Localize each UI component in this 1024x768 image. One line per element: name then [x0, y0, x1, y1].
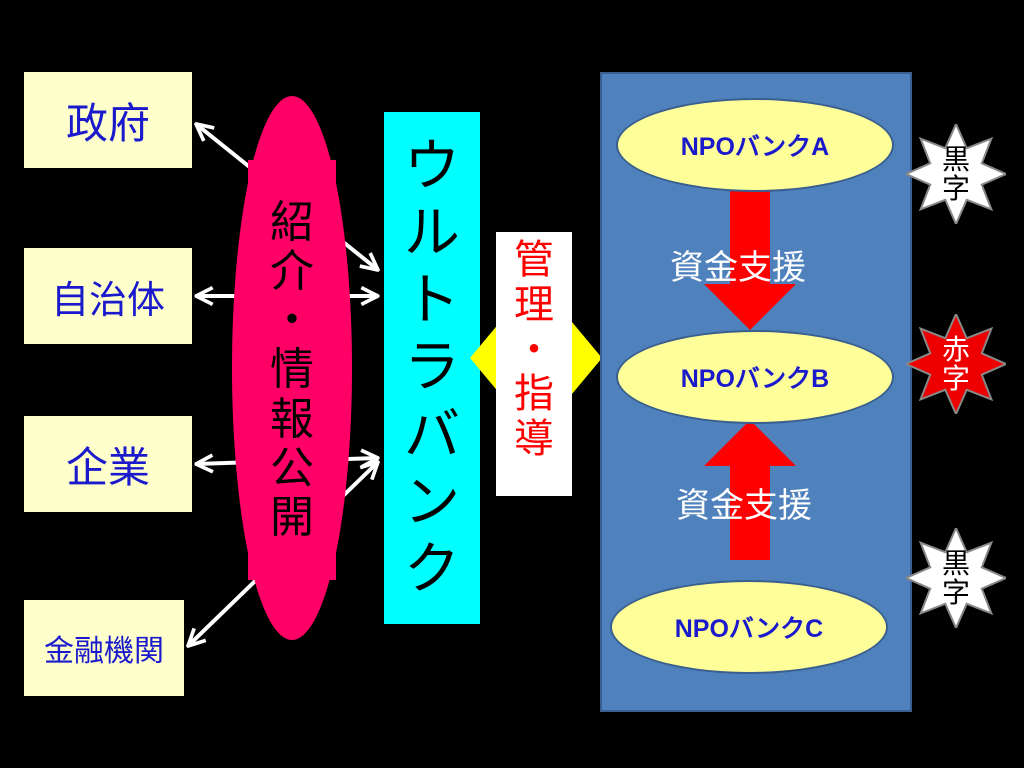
- intro-char: 情: [270, 344, 314, 396]
- badge-char: 黒: [941, 546, 970, 580]
- status-badge-surplus-a: 黒 字: [906, 124, 1006, 224]
- star-burst-icon: [906, 124, 1006, 224]
- ultra-char: バ: [404, 402, 460, 468]
- star-shape: [906, 124, 1006, 224]
- support-arrow-down: [704, 188, 796, 330]
- npo-bank-c: NPOバンクC: [610, 580, 888, 674]
- badge-text: 赤 字: [906, 314, 1006, 414]
- stakeholder-label: 金融機関: [44, 634, 164, 669]
- stakeholder-label: 自治体: [50, 277, 165, 322]
- npo-bank-b: NPOバンクB: [616, 330, 894, 424]
- status-badge-surplus-c: 黒 字: [906, 528, 1006, 628]
- management-box: 管 理 ・ 指 導: [496, 232, 572, 496]
- intro-oval-textbox: 紹 介 ・ 情 報 公 開: [248, 160, 336, 580]
- management-char: 指: [514, 371, 554, 418]
- npo-bank-a: NPOバンクA: [616, 98, 894, 192]
- stakeholder-label: 政府: [65, 98, 150, 148]
- management-char: ・: [514, 326, 554, 373]
- bank-label: NPOバンクA: [680, 133, 830, 161]
- badge-char: 字: [941, 172, 970, 205]
- management-char: 理: [514, 281, 554, 328]
- intro-char: 公: [270, 442, 314, 494]
- stakeholder-financial: 金融機関: [24, 600, 184, 696]
- ultra-char: ン: [404, 469, 460, 535]
- intro-char: 介: [270, 245, 314, 297]
- support-label-top: 資金支援: [670, 248, 806, 288]
- ultra-bank-box: ウ ル ト ラ バ ン ク: [384, 112, 480, 624]
- ultra-char: ラ: [404, 335, 460, 401]
- star-shape: [906, 314, 1006, 414]
- intro-char: ・: [270, 295, 314, 347]
- intro-char: 紹: [270, 196, 314, 248]
- intro-char: 開: [270, 492, 314, 544]
- stakeholder-label: 企業: [65, 442, 150, 492]
- star-burst-icon: [906, 314, 1006, 414]
- bank-label: NPOバンクC: [674, 615, 824, 643]
- bank-label: NPOバンクB: [680, 365, 830, 393]
- intro-char: 報: [270, 393, 314, 445]
- ultra-char: ク: [404, 536, 460, 602]
- status-badge-deficit-b: 赤 字: [906, 314, 1006, 414]
- stakeholder-municipality: 自治体: [24, 248, 192, 344]
- stakeholder-company: 企業: [24, 416, 192, 512]
- management-char: 管: [514, 237, 554, 283]
- badge-char: 字: [941, 362, 970, 395]
- star-burst-icon: [906, 528, 1006, 628]
- management-char: 導: [514, 416, 554, 463]
- support-arrow-up: [704, 420, 796, 560]
- star-shape: [906, 528, 1006, 628]
- badge-text: 黒 字: [906, 124, 1006, 224]
- badge-char: 黒: [941, 142, 970, 176]
- ultra-char: ル: [404, 201, 460, 267]
- badge-char: 赤: [941, 332, 970, 366]
- badge-char: 字: [941, 576, 970, 609]
- support-label-bottom: 資金支援: [676, 486, 812, 526]
- badge-text: 黒 字: [906, 528, 1006, 628]
- ultra-char: ト: [404, 268, 460, 334]
- ultra-char: ウ: [404, 133, 460, 199]
- stakeholder-government: 政府: [24, 72, 192, 168]
